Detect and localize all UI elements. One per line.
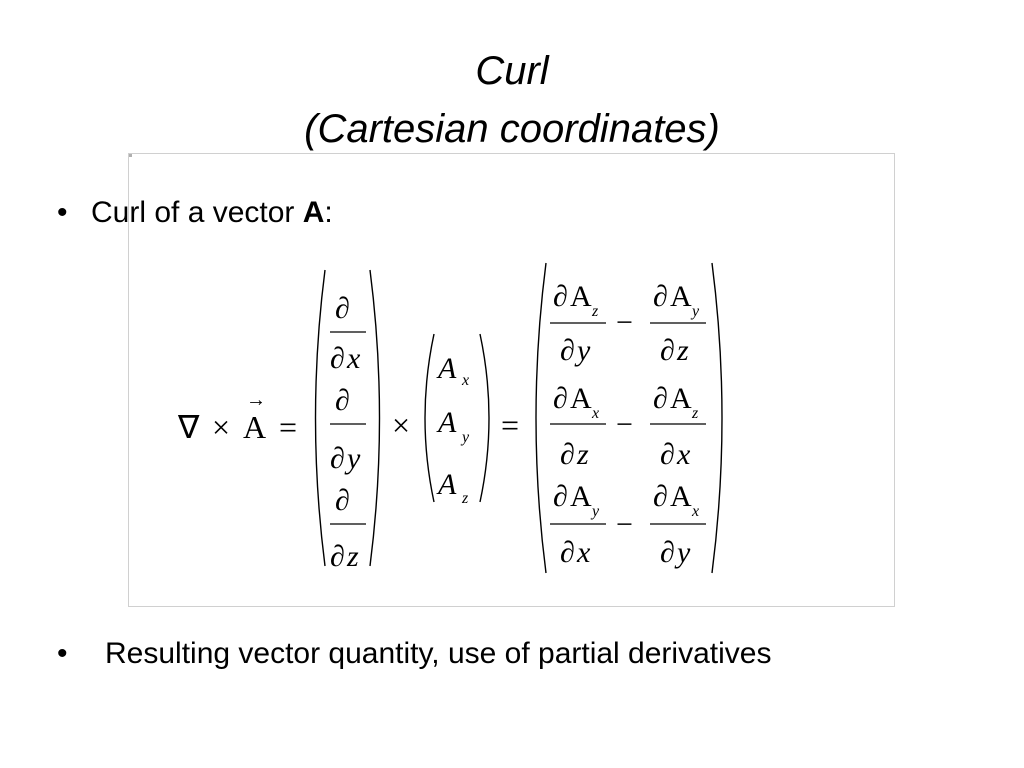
bullet-text: Resulting vector quantity, use of partia… xyxy=(105,637,772,670)
partial-symbol: ∂ xyxy=(330,540,345,573)
operator-denominator-y: y xyxy=(344,442,361,475)
cross-symbol: × xyxy=(212,409,230,445)
denominator-var: z xyxy=(676,334,689,367)
partial-symbol: ∂ xyxy=(553,480,568,513)
denominator-var: y xyxy=(574,334,591,367)
bullet-bold-vector: A xyxy=(302,196,325,229)
title-line-2: (Cartesian coordinates) xyxy=(304,107,720,151)
equation-frame xyxy=(128,153,895,607)
result-row-2: ∂ A x ∂ z − ∂ A z ∂ x xyxy=(553,382,699,471)
denominator-var: z xyxy=(576,438,589,471)
numerator-base: A xyxy=(670,480,692,513)
frame-corner-marker xyxy=(129,154,132,157)
numerator-base: A xyxy=(570,280,592,313)
bullet-colon: : xyxy=(324,196,333,229)
partial-symbol: ∂ xyxy=(335,484,350,517)
equals-symbol: = xyxy=(501,407,519,443)
vector-left-paren xyxy=(424,333,435,503)
vector-arrow: → xyxy=(246,389,266,411)
operator-right-paren xyxy=(369,269,381,567)
minus-symbol: − xyxy=(616,408,633,441)
nabla-symbol: ∇ xyxy=(177,409,200,445)
partial-symbol: ∂ xyxy=(335,292,350,325)
result-right-paren xyxy=(711,262,723,574)
partial-symbol: ∂ xyxy=(660,536,675,569)
vector-a-symbol: A xyxy=(243,409,266,445)
partial-symbol: ∂ xyxy=(660,334,675,367)
partial-symbol: ∂ xyxy=(653,480,668,513)
numerator-sub: y xyxy=(590,503,600,520)
result-left-paren xyxy=(535,262,547,574)
numerator-base: A xyxy=(570,480,592,513)
partial-symbol: ∂ xyxy=(560,536,575,569)
minus-symbol: − xyxy=(616,306,633,339)
bullet-text: Curl of a vector xyxy=(91,196,303,229)
vector-component-sub-y: y xyxy=(460,429,470,446)
vector-component-base: A xyxy=(436,406,457,439)
bullet-resulting-vector: • Resulting vector quantity, use of parti… xyxy=(57,636,771,672)
denominator-var: x xyxy=(676,438,691,471)
numerator-sub: y xyxy=(690,303,700,320)
numerator-base: A xyxy=(570,382,592,415)
numerator-sub: z xyxy=(691,405,699,422)
bullet-curl-of-vector: • Curl of a vector A: xyxy=(57,195,333,231)
partial-symbol: ∂ xyxy=(653,382,668,415)
minus-symbol: − xyxy=(616,508,633,541)
partial-symbol: ∂ xyxy=(553,382,568,415)
vector-component-base: A xyxy=(436,468,457,501)
denominator-var: x xyxy=(576,536,591,569)
result-row-3: ∂ A y ∂ x − ∂ A x ∂ y xyxy=(553,480,699,569)
partial-symbol: ∂ xyxy=(553,280,568,313)
numerator-sub: x xyxy=(691,503,699,520)
numerator-sub: x xyxy=(591,405,599,422)
vector-right-paren xyxy=(479,333,490,503)
denominator-var: y xyxy=(674,536,691,569)
equals-symbol: = xyxy=(279,409,297,445)
vector-component-sub-z: z xyxy=(461,490,469,507)
title-line-1: Curl xyxy=(475,49,549,93)
partial-symbol: ∂ xyxy=(660,438,675,471)
numerator-base: A xyxy=(670,280,692,313)
numerator-base: A xyxy=(670,382,692,415)
operator-denominator-x: x xyxy=(346,342,361,375)
partial-symbol: ∂ xyxy=(560,334,575,367)
result-row-1: ∂ A z ∂ y − ∂ A y ∂ z xyxy=(553,280,700,367)
bullet-marker: • xyxy=(57,196,68,229)
partial-symbol: ∂ xyxy=(653,280,668,313)
partial-symbol: ∂ xyxy=(560,438,575,471)
vector-component-base: A xyxy=(436,352,457,385)
bullet-marker: • xyxy=(57,637,68,670)
numerator-sub: z xyxy=(591,303,599,320)
partial-symbol: ∂ xyxy=(335,384,350,417)
vector-component-sub-x: x xyxy=(461,372,469,389)
operator-left-paren xyxy=(314,269,326,567)
partial-symbol: ∂ xyxy=(330,442,345,475)
fraction-bars xyxy=(330,322,706,525)
slide-title: Curl (Cartesian coordinates) xyxy=(0,42,1024,158)
operator-denominator-z: z xyxy=(346,540,359,573)
cross-symbol: × xyxy=(392,407,410,443)
partial-symbol: ∂ xyxy=(330,342,345,375)
